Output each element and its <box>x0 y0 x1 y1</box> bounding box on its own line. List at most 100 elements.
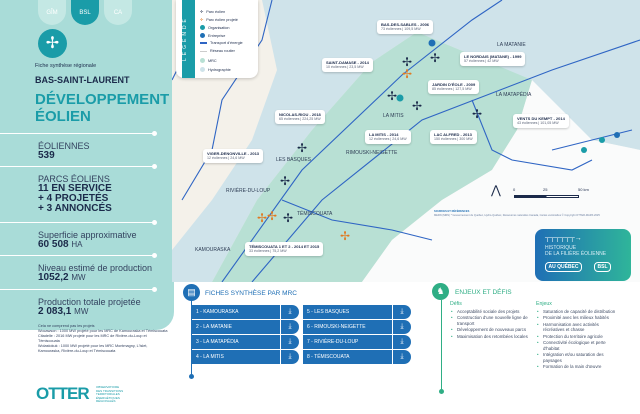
stat-value: 60 508 <box>38 239 69 250</box>
mrc-label: RIVIÈRE-DU-LOUP <box>226 188 271 194</box>
callout-title: JARDIN D'ÉOLE - 2009 <box>432 82 476 87</box>
callout-title: TÉMISCOUATA 1 ET 2 - 2014 ET 2015 <box>249 244 320 249</box>
enjeu-item: Connectivité écologique et perte d'habit… <box>536 340 620 351</box>
enjeux-heading: Enjeux <box>536 301 552 307</box>
map-legend: LÉGENDE ✢Parc éolien ✢Parc éolien projet… <box>176 0 258 78</box>
legend-item: Hydrographie <box>200 67 231 72</box>
bsl-button[interactable]: BSL <box>594 262 611 272</box>
hydrography-icon <box>200 67 205 72</box>
mrc-label: RIMOUSKI-NEIGETTE <box>346 150 398 156</box>
fiche-la-mitis-button[interactable]: 4 - LA MITIS ⤓ <box>192 350 299 364</box>
stat-label: PARCS ÉOLIENS <box>38 174 110 184</box>
download-icon[interactable]: ⤓ <box>392 335 411 349</box>
fiche-les-basques-button[interactable]: 5 - LES BASQUES⤓ <box>303 305 411 319</box>
legend-label: Transport d'énergie <box>210 41 243 45</box>
fiche-kamouraska-button[interactable]: 1 - KAMOURASKA⤓ <box>192 305 299 319</box>
callout-detail: 43 éoliennes | 101,05 MW <box>517 121 559 125</box>
download-icon[interactable]: ⤓ <box>280 350 299 364</box>
callout-detail: 33 éoliennes | 75,2 MW <box>249 249 287 253</box>
stat-label: Niveau estimé de production <box>38 263 153 273</box>
mrc-label: LA MATANIE <box>497 42 526 48</box>
download-icon[interactable]: ⤓ <box>392 305 411 319</box>
download-icon[interactable]: ⤓ <box>280 320 299 334</box>
legend-label: Hydrographie <box>208 67 231 72</box>
wind-farm-icon: ✢ <box>472 107 482 121</box>
company-icon <box>200 33 205 38</box>
stat-label: Production totale projetée <box>38 297 141 307</box>
divider <box>0 164 157 169</box>
enjeu-item: Protection du territoire agricole <box>536 334 620 340</box>
defis-column: Défis Acceptabilité sociale des projets … <box>450 301 528 340</box>
fiches-title: FICHES SYNTHÈSE PAR MRC <box>205 290 297 297</box>
south-shore-region <box>212 32 532 282</box>
line-icon <box>200 42 207 44</box>
legend-label: Parc éolien projeté <box>206 17 238 22</box>
callout-detail: 73 éoliennes | 109,5 MW <box>381 27 421 31</box>
tab-gim[interactable]: GÎM <box>38 0 66 25</box>
download-icon[interactable]: ⤓ <box>280 305 299 319</box>
download-icon[interactable]: ⤓ <box>392 320 411 334</box>
fiche-label: 8 - TÉMISCOUATA <box>307 354 350 360</box>
stat-label: ÉOLIENNES <box>38 141 90 151</box>
fiche-label: 6 - RIMOUSKI-NEIGETTE <box>307 324 366 330</box>
wind-farm-icons: ✢ ✢ ✢ ✢ ✢ ✢ ✢ ✢ <box>280 51 482 225</box>
fiche-temiscouata-button[interactable]: 8 - TÉMISCOUATA ⤓ <box>303 350 411 364</box>
section-line <box>441 300 442 391</box>
historique-line: DE LA FILIÈRE ÉOLIENNE <box>545 251 607 257</box>
fiche-rimouski-neigette-button[interactable]: 6 - RIMOUSKI-NEIGETTE ⤓ <box>303 320 411 334</box>
enjeu-item: Proximité avec les milieux habités <box>536 315 620 321</box>
projected-wind-farm-icon: ✢ <box>267 209 277 223</box>
organization-markers <box>396 39 620 153</box>
download-icon[interactable]: ⤓ <box>280 335 299 349</box>
au-quebec-button[interactable]: AU QUÉBEC <box>545 262 582 272</box>
tab-bsl[interactable]: BSL <box>71 0 99 25</box>
callout-title: LE NORDAIS (MATANE) - 1999 <box>464 54 522 59</box>
enjeux-title: ENJEUX ET DÉFIS <box>455 289 512 296</box>
callout-title: BAS-DES-SABLES - 2006 <box>381 22 430 27</box>
notes: Cela ne comprend pas les projets Wocawso… <box>38 324 168 354</box>
fiche-label: 2 - LA MATANIE <box>196 324 232 330</box>
callout-title: VENTS DU KEMPT - 2014 <box>517 116 565 121</box>
wind-farm-icon: ✢ <box>200 10 204 14</box>
title-line-1: DÉVELOPPEMENT <box>35 91 170 108</box>
stat-value: 1052,2 <box>38 272 69 283</box>
callout-title: VIGER-DENONVILLE - 2013 <box>207 151 260 156</box>
fiche-riviere-du-loup-button[interactable]: 7 - RIVIÈRE-DU-LOUP⤓ <box>303 335 411 349</box>
callout-title: LA MITIS - 2014 <box>369 132 399 137</box>
chess-knight-icon: ♞ <box>432 283 449 300</box>
scale-tick: 25 <box>543 187 548 192</box>
wind-farm-icon: ✢ <box>283 211 293 225</box>
projected-wind-farm-icons: ✢ ✢ ✢ ✢ <box>257 67 412 243</box>
download-icon[interactable]: ⤓ <box>392 350 411 364</box>
legend-item: ✢Parc éolien projeté <box>200 17 238 23</box>
enjeux-column: Enjeux Saturation de capacité de distrib… <box>536 301 620 371</box>
water <box>172 0 640 282</box>
defi-item: Acceptabilité sociale des projets <box>450 309 528 315</box>
fiche-label: 4 - LA MITIS <box>196 354 224 360</box>
tab-ca[interactable]: CA <box>104 0 132 25</box>
callout-detail: 10 éoliennes | 23,5 MW <box>326 65 364 69</box>
timeline-arrow-icon: ┬┬┬┬┬┬→ <box>545 235 582 242</box>
divider <box>0 131 157 136</box>
fiche-la-matapedia-button[interactable]: 3 - LA MATAPÉDIA⤓ <box>192 335 299 349</box>
organization-icon <box>200 25 205 30</box>
section-line-end <box>439 389 444 394</box>
enjeu-item: Harmonisation avec activités récréatives… <box>536 322 620 333</box>
otter-logo: OTTER <box>36 384 90 403</box>
fiche-la-matanie-button[interactable]: 2 - LA MATANIE ⤓ <box>192 320 299 334</box>
legend-item: MRC <box>200 58 217 63</box>
